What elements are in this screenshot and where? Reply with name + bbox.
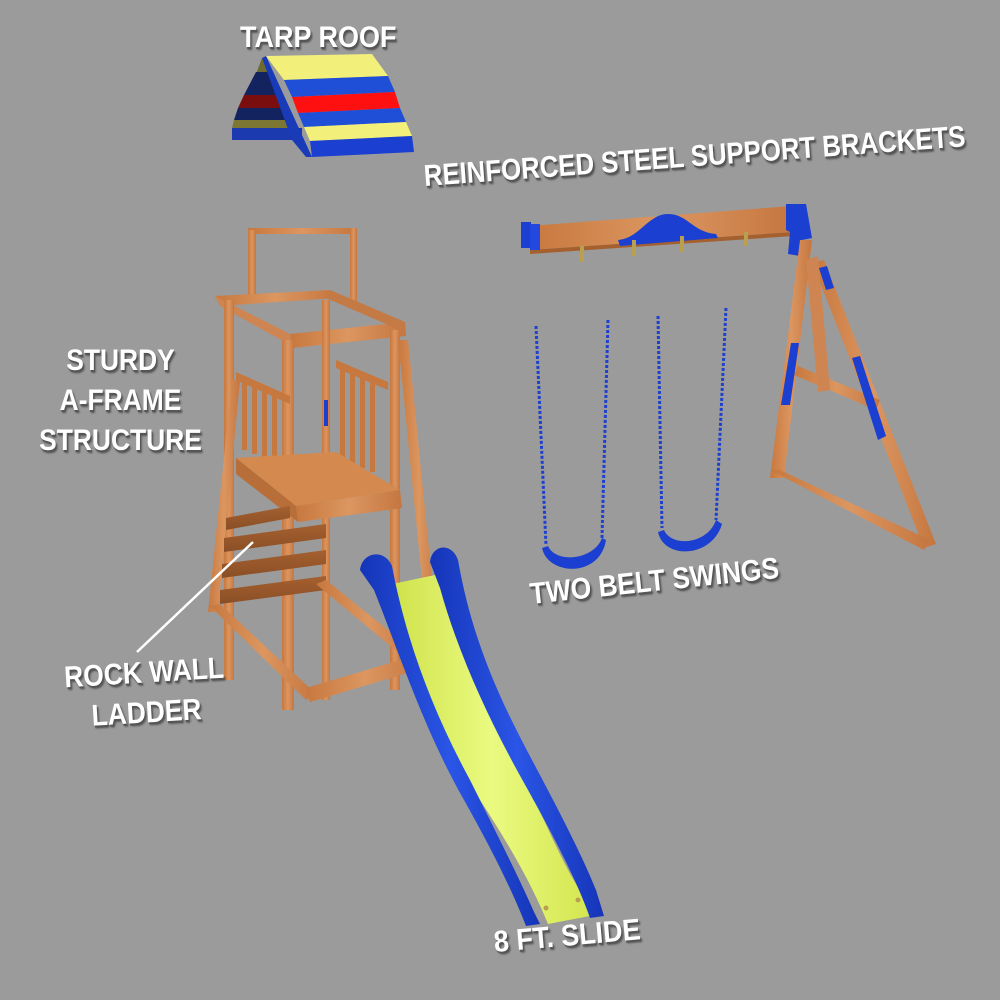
slide-rail-right <box>430 547 604 918</box>
callout-tarp-roof: TARP ROOF <box>240 21 397 54</box>
side-wall-right <box>336 360 388 472</box>
swing-seat <box>542 538 606 569</box>
rock-wall-ladder <box>220 506 326 604</box>
tarp-roof-side <box>232 58 302 140</box>
leg-bracket <box>852 356 886 440</box>
play-tower <box>136 228 440 710</box>
swing-hooks <box>580 232 748 262</box>
swing-chain <box>600 319 610 539</box>
leg-bracket <box>781 343 799 405</box>
side-wall-left <box>236 372 290 462</box>
callout-a-frame-line-2: A-FRAME <box>59 384 182 417</box>
swing-beam <box>521 204 812 262</box>
deck <box>236 452 400 506</box>
swing-a-frame <box>770 240 936 550</box>
leg-bracket <box>819 266 834 290</box>
rock-wall-callout-line <box>136 541 254 653</box>
corner-bracket <box>786 204 812 256</box>
callout-a-frame-line-1: STURDY <box>66 344 175 377</box>
callout-rock-wall: ROCK WALL LADDER <box>53 651 239 744</box>
center-bracket <box>618 214 718 246</box>
swing-chain <box>714 307 728 521</box>
callout-a-frame-line-3: STRUCTURE <box>39 424 202 457</box>
callout-a-frame: STURDY A-FRAME STRUCTURE <box>28 346 213 466</box>
callout-rock-wall-line-2: LADDER <box>90 693 203 733</box>
belt-swing-1 <box>534 319 610 569</box>
belt-swing-2 <box>656 307 728 552</box>
tarp-roof <box>232 54 414 157</box>
grip-handle <box>324 400 328 426</box>
swing-seat <box>658 520 722 552</box>
slide-bed <box>392 574 590 924</box>
slide-rail-left <box>360 554 540 926</box>
end-bracket <box>521 222 531 248</box>
swing-chain <box>656 315 664 529</box>
swing-chain <box>534 325 548 546</box>
callout-rock-wall-line-1: ROCK WALL <box>63 651 225 695</box>
tarp-roof-front <box>262 54 414 157</box>
slide <box>360 547 604 926</box>
